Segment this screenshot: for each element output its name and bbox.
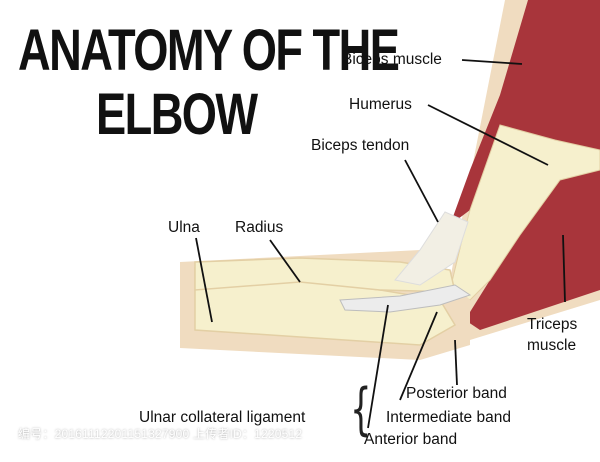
leader-intermediate-band [399,311,438,401]
biceps-muscle-shape [450,0,600,225]
leader-triceps [562,234,566,303]
ligament-brace: { [350,377,372,442]
leader-biceps-tendon [404,159,439,223]
watermark-text: 编号：20161112201151327900 上传者ID：1220512 [18,427,303,441]
biceps-tendon-shape [394,211,469,286]
title-line-1: ANATOMY OF THE [18,18,400,83]
ligament-shape [339,284,472,313]
label-radius: Radius [235,219,284,236]
label-humerus: Humerus [349,96,412,113]
leader-humerus [427,104,549,166]
leader-biceps-muscle [461,59,523,65]
label-posterior-band: Posterior band [406,385,507,402]
label-triceps-line2: muscle [527,337,577,354]
title-line-2: ELBOW [96,82,258,147]
label-ulna: Ulna [168,219,200,236]
label-biceps-muscle: Biceps muscle [342,51,442,68]
leader-posterior-band [454,339,458,386]
label-biceps-tendon: Biceps tendon [311,137,410,154]
leader-radius [269,239,301,283]
leader-anterior-band [367,304,389,429]
label-intermediate-band: Intermediate band [386,409,511,426]
label-anterior-band: Anterior band [364,431,458,448]
label-triceps-line1: Triceps [527,316,578,333]
triceps-muscle-shape [465,165,600,330]
leader-lines [195,59,566,429]
leader-ulna [195,237,213,323]
label-ulnar-collateral-ligament: Ulnar collateral ligament [139,409,306,426]
